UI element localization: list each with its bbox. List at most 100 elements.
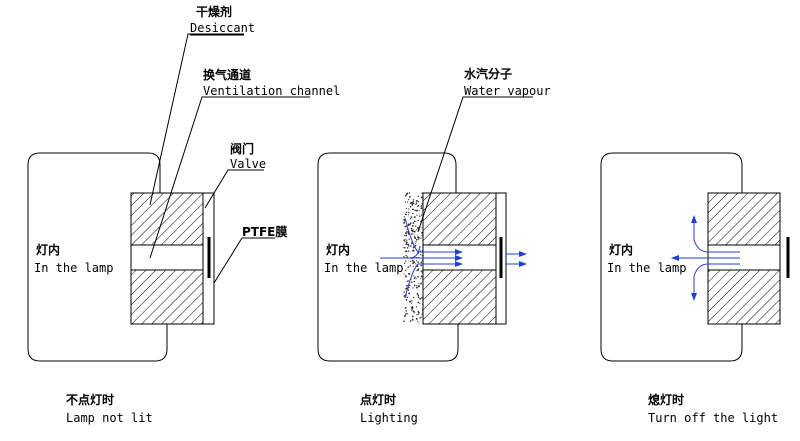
vapour-dot [408,208,410,210]
desiccant-upper [130,192,204,246]
vapour-dot [405,243,408,246]
vapour-dot [405,309,408,312]
leader-ptfe [213,237,275,284]
leader-water-vapour [417,96,533,233]
vapour-dot [421,272,423,274]
vapour-dot [415,278,417,280]
desiccant-upper [707,192,781,246]
desiccant-lower [130,269,204,325]
vapour-dot [406,239,408,241]
vapour-dot [406,192,409,195]
vapour-dot [421,270,423,272]
vapour-dot [419,250,421,252]
vapour-dot [412,222,415,224]
vapour-dot [405,207,407,209]
vapour-dot [409,202,412,205]
vapour-dot [409,245,412,247]
vapour-dot [413,284,416,287]
vapour-dot [412,202,415,205]
vapour-dot [422,194,424,196]
vapour-dot [420,206,422,208]
vapour-dot [406,312,408,315]
vapour-dot [406,256,408,258]
ventilation-label-cn: 换气通道 [203,67,251,82]
vapour-dot [403,234,406,237]
return-flow-arrows [671,215,740,301]
lamp-housing [27,152,168,362]
vapour-dot [414,209,416,212]
vapour-dot [408,214,410,216]
vapour-dot [411,309,413,311]
vapour-dot [407,289,410,291]
vapour-dot [403,216,405,218]
vapour-dot [405,193,408,196]
vapour-dot [414,276,416,278]
desiccant-lower [707,269,781,325]
ventilation-label-en: Ventilation channel [203,84,340,98]
vapour-dot [417,313,420,315]
vapour-dot [420,237,422,239]
vapour-dot [416,270,418,272]
vapour-dot [403,273,405,275]
vapour-dot [414,220,416,222]
vapour-dot [420,278,421,280]
inlamp-label-cn-3: 灯内 [609,242,633,257]
vapour-dot [410,216,413,218]
vapour-dot [421,231,423,234]
vapour-dot [420,196,423,199]
vapour-dot [418,322,420,324]
vapour-dot [415,240,417,243]
valve-housing [202,192,215,325]
vapour-dot [412,208,414,211]
vapour-dot [417,234,419,236]
vapour-dot [417,294,420,297]
vapour-dot [416,209,419,212]
vapour-dot [421,309,424,311]
vapour-dot [416,320,418,322]
vapour-dot [421,259,423,261]
vapour-dot [416,229,418,231]
inlamp-label-cn-1: 灯内 [36,242,60,257]
vapour-dot [404,247,406,249]
vapour-dot [419,317,421,319]
vapour-dot [412,315,414,318]
vapour-dot [405,306,407,309]
water-label-cn: 水汽分子 [464,66,512,81]
vapour-dot [415,199,418,202]
vapour-dot [412,265,414,268]
vapour-dot [410,232,413,235]
vapour-dot [420,275,423,278]
vapour-dot [420,261,422,264]
vapour-dot [412,262,414,265]
vapour-dot [407,199,410,201]
vapour-dot [421,202,424,205]
vapour-dot [420,282,423,285]
vapour-dot [415,263,417,265]
vapour-dot [407,250,410,252]
vapour-dot [415,317,418,320]
vapour-dot [417,301,420,304]
inlamp-label-en-1: In the lamp [34,261,113,275]
vapour-dot [416,293,419,295]
vapour-dot [404,213,407,216]
vapour-dot [408,244,410,247]
vapour-dot [403,239,405,241]
vapour-dot [409,222,412,225]
desiccant-label-en: Desiccant [190,21,255,35]
vapour-dot [411,225,414,227]
vapour-dot [421,234,423,237]
flow-arrow [691,215,740,253]
leader-valve [204,169,264,209]
vapour-dot [408,273,410,275]
vapour-flow-arrows [380,217,527,299]
vapour-dot [415,203,417,205]
vapour-dot [412,229,414,231]
vapour-dot [412,199,415,201]
vapour-dot [410,306,413,309]
leader-desiccant [149,33,244,206]
vapour-dot [409,300,411,303]
vapour-dot [403,246,405,249]
vapour-dot [405,201,407,203]
vapour-dot [409,265,412,267]
